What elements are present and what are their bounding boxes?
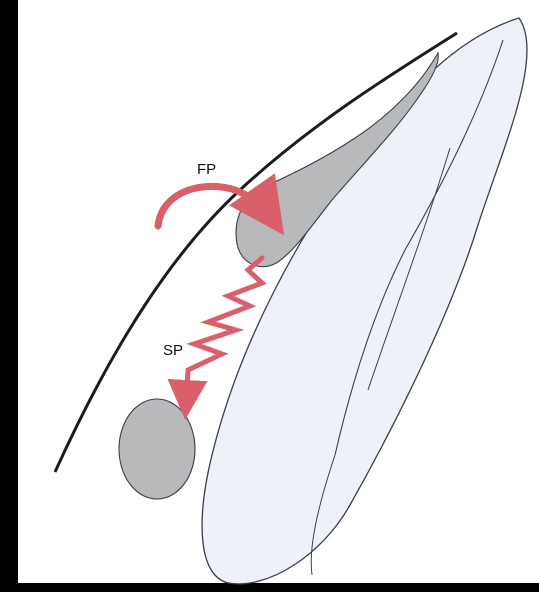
sp-label: SP	[163, 342, 183, 359]
fp-label: FP	[197, 161, 216, 178]
lower-grey-blob	[119, 399, 195, 499]
leaf-outline-shape	[202, 18, 527, 584]
